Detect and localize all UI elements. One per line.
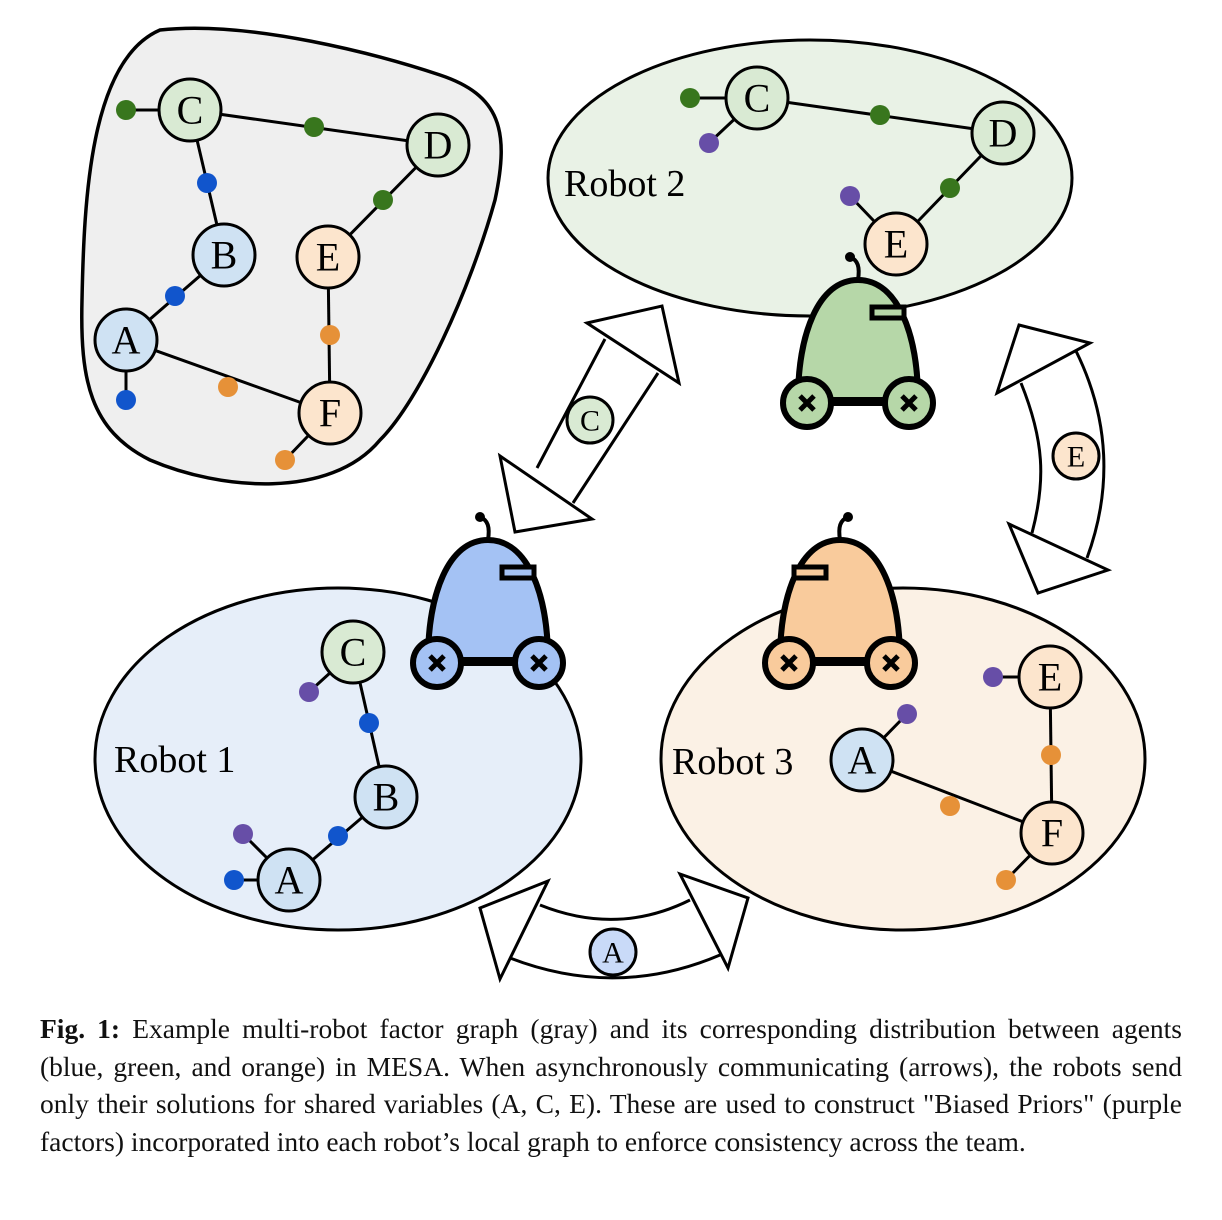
robot3-label: Robot 3 xyxy=(672,741,793,783)
factor-dot-orange xyxy=(320,325,340,345)
caption-text: Example multi-robot factor graph (gray) … xyxy=(40,1013,1182,1157)
factor-dot-orange xyxy=(996,870,1016,890)
svg-text:C: C xyxy=(744,76,771,121)
robot2-region: Robot 2 C D E xyxy=(546,38,1074,318)
figure-caption: Fig. 1: Example multi-robot factor graph… xyxy=(40,1010,1182,1160)
svg-text:C: C xyxy=(177,88,204,133)
factor-dot-green xyxy=(940,178,960,198)
gray-region-blob xyxy=(80,26,503,486)
arrow-robot2-robot3: E xyxy=(994,323,1113,595)
factor-dot-green xyxy=(373,190,393,210)
variable-node: A xyxy=(829,727,895,793)
factor-dot-purple xyxy=(233,824,253,844)
svg-text:E: E xyxy=(316,235,340,280)
variable-node: C xyxy=(157,77,223,143)
factor-dot-blue xyxy=(197,173,217,193)
factor-dot-purple xyxy=(983,667,1003,687)
factor-dot-orange xyxy=(275,450,295,470)
svg-text:C: C xyxy=(340,630,367,675)
svg-text:E: E xyxy=(1067,441,1085,474)
svg-text:F: F xyxy=(319,391,341,436)
variable-node: B xyxy=(191,222,257,288)
svg-text:A: A xyxy=(112,318,141,363)
factor-dot-purple xyxy=(299,682,319,702)
caption-prefix: Fig. 1: xyxy=(40,1013,121,1044)
variable-node: A xyxy=(256,847,322,913)
variable-node: F xyxy=(297,380,363,446)
factor-dot-orange xyxy=(1041,745,1061,765)
factor-dot-purple xyxy=(840,186,860,206)
variable-node: E xyxy=(1017,644,1083,710)
svg-text:B: B xyxy=(373,775,400,820)
variable-node: A xyxy=(93,307,159,373)
variable-node: B xyxy=(353,764,419,830)
variable-node: E xyxy=(295,224,361,290)
arrow-robot1-robot3: A xyxy=(478,871,750,984)
factor-dot-green xyxy=(304,117,324,137)
arrow-robot1-robot2: C xyxy=(497,304,682,534)
svg-text:C: C xyxy=(580,405,600,438)
factor-dot-green xyxy=(116,100,136,120)
factor-dot-purple xyxy=(699,133,719,153)
svg-text:A: A xyxy=(602,937,624,970)
factor-graph-figure: C D B E A F Robot 2 xyxy=(80,26,1147,984)
variable-node: C xyxy=(320,619,386,685)
svg-text:B: B xyxy=(211,233,238,278)
svg-text:D: D xyxy=(424,123,453,168)
svg-text:F: F xyxy=(1041,811,1063,856)
factor-dot-blue xyxy=(165,286,185,306)
variable-node: F xyxy=(1019,800,1085,866)
variable-node: E xyxy=(863,211,929,277)
factor-dot-orange xyxy=(218,377,238,397)
factor-dot-blue xyxy=(116,390,136,410)
factor-dot-blue xyxy=(328,826,348,846)
factor-dot-green xyxy=(870,105,890,125)
svg-text:E: E xyxy=(1038,655,1062,700)
robot2-label: Robot 2 xyxy=(564,163,685,205)
variable-node: C xyxy=(724,65,790,131)
svg-text:E: E xyxy=(884,222,908,267)
factor-dot-purple xyxy=(897,704,917,724)
full-factor-graph: C D B E A F xyxy=(80,26,503,486)
factor-dot-green xyxy=(680,88,700,108)
factor-dot-blue xyxy=(224,870,244,890)
factor-dot-blue xyxy=(359,713,379,733)
svg-text:D: D xyxy=(989,111,1018,156)
svg-text:A: A xyxy=(275,858,304,903)
robot3-icon xyxy=(765,512,915,687)
variable-node: D xyxy=(405,112,471,178)
robot1-label: Robot 1 xyxy=(114,739,235,781)
robot1-icon xyxy=(413,512,563,687)
svg-text:A: A xyxy=(848,738,877,783)
factor-dot-orange xyxy=(940,796,960,816)
variable-node: D xyxy=(970,100,1036,166)
